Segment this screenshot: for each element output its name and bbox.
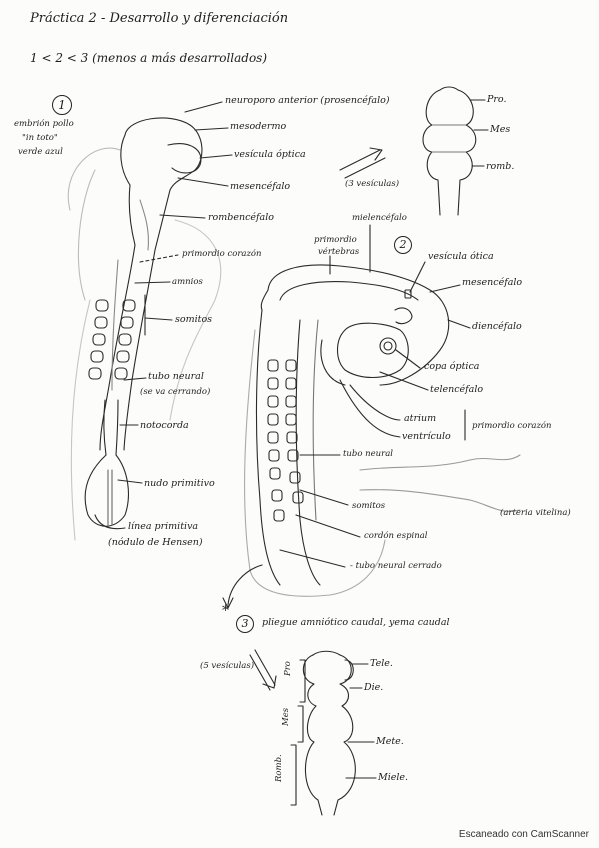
bracket-mes: Mes: [281, 707, 291, 726]
five-vesicles-drawing: [249, 649, 377, 816]
label-tele: Tele.: [370, 658, 393, 669]
label-3-vesiculas: (3 vesículas): [345, 179, 400, 189]
page-title: Práctica 2 - Desarrollo y diferenciación: [30, 11, 289, 26]
label-atrium: atrium: [404, 413, 437, 424]
bracket-romb: Romb.: [274, 754, 284, 782]
label-amnios: amnios: [172, 277, 203, 287]
label-nodulo-hensen: (nódulo de Hensen): [108, 537, 203, 548]
label-tubo-neural-1: tubo neural: [148, 371, 204, 382]
label-nudo-primitivo: nudo primitivo: [144, 478, 215, 489]
label-mete: Mete.: [376, 736, 404, 747]
label-die: Die.: [364, 682, 384, 693]
label-neuroporo: neuroporo anterior (prosencéfalo): [225, 95, 390, 106]
embryo-2-drawing: [222, 224, 521, 609]
three-vesicles-drawing: [339, 86, 489, 216]
label-tubo-neural-cerrado: - tubo neural cerrado: [350, 561, 442, 571]
stage-1-note-line: "in toto": [22, 133, 58, 143]
label-mielencefalo: mielencéfalo: [352, 213, 407, 223]
label-diencefalo: diencéfalo: [472, 321, 522, 332]
label-vesicula-otica: vesícula ótica: [428, 251, 494, 262]
label-miele: Miele.: [378, 772, 409, 783]
label-arteria-vitelina: (arteria vitelina): [500, 508, 571, 518]
label-cordon-espinal: cordón espinal: [364, 531, 428, 541]
stage-1-note-line: embrión pollo: [14, 119, 74, 129]
label-linea-primitiva: línea primitiva: [128, 521, 199, 532]
bracket-pro: Pro: [283, 661, 293, 676]
label-romb: romb.: [486, 161, 515, 172]
label-mesencefalo-1: mesencéfalo: [230, 181, 291, 192]
stage-1-number: 1: [52, 95, 72, 115]
label-primordio-vertebras: vértebras: [318, 247, 360, 257]
label-somitos-2: somitos: [352, 501, 386, 511]
stage-2-number: 2: [394, 236, 412, 254]
label-mes: Mes: [490, 124, 511, 135]
label-notocorda: notocorda: [140, 420, 189, 431]
scanner-watermark: Escaneado con CamScanner: [458, 829, 589, 840]
label-mesencefalo-2: mesencéfalo: [462, 277, 523, 288]
label-somitos-1: somitos: [175, 314, 213, 325]
label-ventriculo: ventrículo: [402, 431, 451, 442]
label-telencefalo: telencéfalo: [430, 384, 484, 395]
label-tubo-neural-2: tubo neural: [343, 449, 393, 459]
label-rombencefalo: rombencéfalo: [208, 212, 274, 223]
label-primordio-corazon-2: primordio corazón: [472, 421, 552, 431]
label-vesicula-optica: vesícula óptica: [234, 149, 306, 160]
label-pro: Pro.: [487, 94, 507, 105]
label-primordio-vertebras: primordio: [314, 235, 357, 245]
label-mesodermo: mesodermo: [230, 121, 287, 132]
stage-3-number: 3: [236, 615, 254, 633]
label-primordio-1: primordio corazón: [182, 249, 262, 259]
label-5-vesiculas: (5 vesículas): [200, 661, 255, 671]
stage-3-description: pliegue amniótico caudal, yema caudal: [262, 617, 450, 628]
label-copa-optica: copa óptica: [424, 361, 480, 372]
embryo-1-drawing: [67, 101, 233, 541]
stage-3-star: *: [222, 603, 229, 619]
page-subtitle: 1 < 2 < 3 (menos a más desarrollados): [30, 51, 268, 65]
label-tubo-neural-note: (se va cerrando): [140, 387, 211, 397]
stage-1-note-line: verde azul: [18, 147, 63, 157]
